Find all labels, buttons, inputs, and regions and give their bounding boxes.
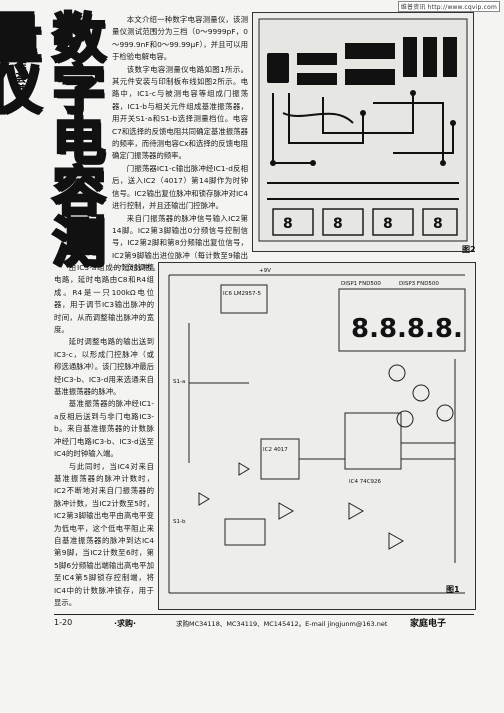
body-text-left: 由IC3-a组成的延时调整电路，延时电路由C8和R4组成。R4是一只100kΩ电… — [54, 262, 154, 608]
seven-segment-display: 8.8.8.8. — [351, 314, 463, 344]
ic6-label: IC6 LM2957-5 — [223, 291, 262, 297]
article-title: 数字电容测量仪 — [0, 9, 107, 267]
switch-s1b: S1-b — [173, 519, 186, 525]
footer-divider — [54, 614, 474, 615]
paragraph: 与此同时，当IC4对来自基准振荡器的脉冲计数时，IC2不断地对来自门振荡器的脉冲… — [54, 461, 154, 607]
supply-voltage: +9V — [259, 268, 271, 274]
page-number: 1-20 — [54, 618, 73, 627]
figure2-caption: 图2 — [462, 245, 476, 254]
pcb-layout-figure: 8 8 8 8 — [252, 12, 474, 252]
bullet-dot — [17, 98, 23, 104]
column-label-text: 国外巧作荟萃 — [14, 24, 27, 96]
switch-s1a: S1-a — [173, 379, 185, 385]
bullet-dot — [17, 16, 23, 22]
ic4-label: IC4 74C926 — [349, 479, 382, 485]
section-tag: ·求购· — [114, 619, 137, 628]
svg-text:8: 8 — [333, 216, 343, 232]
display1-label: DISP1 FND500 — [341, 281, 381, 287]
intro-text: 本文介绍一种数字电容测量仪，该测量仪测试范围分为三档（0～9999pF，0～99… — [112, 14, 248, 272]
figure1-caption: 图1 — [446, 585, 460, 594]
magazine-name: 家庭电子 — [410, 619, 447, 629]
paragraph: 基准振荡器的脉冲经IC1-a反相后送到与非门电路IC3-b。来自基准振荡器的计数… — [54, 399, 154, 459]
paragraph: 来自门振荡器的脉冲信号输入IC2第14脚。IC2第3脚输出0分频信号控制信号，I… — [112, 213, 248, 273]
paragraph: 该数字电容测量仪电路如图1所示。其元件安装与印制板布线如图2所示。电路中，IC1… — [112, 64, 248, 161]
circuit-diagram: IC6 LM2957-5 IC4 74C926 IC2 4017 +9V S1-… — [168, 268, 466, 594]
paragraph: 本文介绍一种数字电容测量仪，该测量仪测试范围分为三档（0～9999pF，0～99… — [112, 15, 248, 62]
ic2-label: IC2 4017 — [263, 447, 288, 453]
pcb-diagram: 8 8 8 8 — [258, 18, 468, 242]
column-label: 国外巧作荟萃 — [5, 14, 35, 160]
svg-text:8: 8 — [433, 216, 443, 232]
svg-text:8: 8 — [283, 216, 293, 232]
paragraph: 延时调整电路的输出送到IC3-c，以形成门控脉冲（或称选通脉冲）。该门控脉冲最后… — [54, 337, 154, 397]
circuit-schematic-figure: IC6 LM2957-5 IC4 74C926 IC2 4017 +9V S1-… — [158, 262, 476, 610]
paragraph: 由IC3-a组成的延时调整电路，延时电路由C8和R4组成。R4是一只100kΩ电… — [54, 263, 154, 335]
classified-ad: 求购MC34118、MC34119、MC145412。E-mail jingju… — [176, 620, 388, 628]
display3-label: DISP3 FND500 — [399, 281, 439, 287]
source-watermark: 维普资讯 http://www.cqvip.com — [397, 1, 500, 12]
svg-text:8: 8 — [383, 216, 393, 232]
paragraph: 门振荡器IC1-c输出脉冲经IC1-d反相后，送入IC2（4017）第14脚作为… — [112, 163, 248, 211]
